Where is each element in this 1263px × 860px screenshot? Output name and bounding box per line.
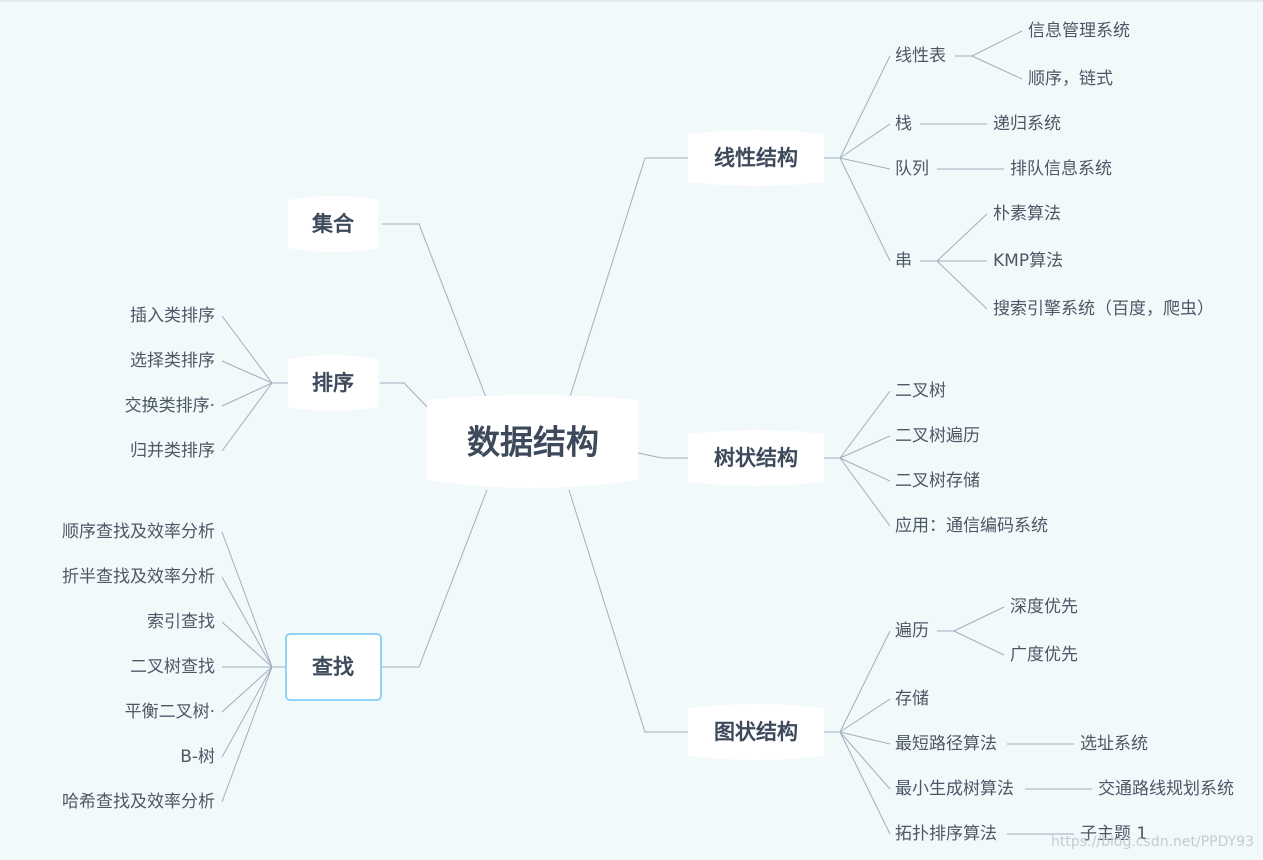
topic-search-label: 查找 xyxy=(312,655,354,679)
topic-set-label: 集合 xyxy=(311,212,355,236)
subtopic[interactable]: 排队信息系统 xyxy=(1010,159,1112,179)
connector-tree xyxy=(637,452,690,459)
subtopic-string[interactable]: 串 xyxy=(895,251,912,271)
subtopic[interactable]: 平衡二叉树· xyxy=(125,702,215,722)
subtopic[interactable]: 信息管理系统 xyxy=(1028,21,1130,41)
watermark: https://blog.csdn.net/PPDY93 xyxy=(1051,834,1254,850)
topic-sort[interactable]: 排序 xyxy=(288,355,378,411)
subtopic[interactable]: 深度优先 xyxy=(1010,597,1078,617)
topic-search[interactable]: 查找 xyxy=(285,633,382,701)
topic-graph[interactable]: 图状结构 xyxy=(688,704,824,760)
subtopic[interactable]: 朴素算法 xyxy=(993,204,1061,224)
topic-linear-label: 线性结构 xyxy=(714,146,798,170)
subtopic[interactable]: 索引查找 xyxy=(147,612,215,632)
subtopic[interactable]: 递归系统 xyxy=(993,114,1061,134)
subtopic[interactable]: 哈希查找及效率分析 xyxy=(62,792,215,812)
subtopic[interactable]: 二叉树存储 xyxy=(895,471,980,491)
subtopic-shortest[interactable]: 最短路径算法 xyxy=(895,734,997,754)
connector-graph xyxy=(568,489,690,733)
subtopic[interactable]: 子主题 1 xyxy=(1080,824,1147,844)
subtopic-topo[interactable]: 拓扑排序算法 xyxy=(895,824,997,844)
subtopic-mst[interactable]: 最小生成树算法 xyxy=(895,779,1014,799)
subtopic-linear-list[interactable]: 线性表 xyxy=(895,46,946,66)
subtopic[interactable]: 交换类排序· xyxy=(125,396,215,416)
root-label: 数据结构 xyxy=(467,423,599,462)
subtopic[interactable]: 广度优先 xyxy=(1010,645,1078,665)
subtopic[interactable]: 应用：通信编码系统 xyxy=(895,516,1048,536)
connector-sort xyxy=(380,382,433,413)
topic-tree[interactable]: 树状结构 xyxy=(688,430,824,486)
root-node[interactable]: 数据结构 xyxy=(427,395,638,488)
sort-subtopics: 插入类排序 选择类排序 交换类排序· 归并类排序 xyxy=(125,306,215,461)
subtopic-traverse[interactable]: 遍历 xyxy=(895,621,929,641)
tree-subtopics: 二叉树 二叉树遍历 二叉树存储 应用：通信编码系统 xyxy=(895,381,1048,536)
topic-set[interactable]: 集合 xyxy=(288,196,378,252)
subtopic[interactable]: 二叉树 xyxy=(895,381,946,401)
subtopic[interactable]: 顺序查找及效率分析 xyxy=(62,522,215,542)
topic-linear[interactable]: 线性结构 xyxy=(688,130,824,186)
subtopic-storage[interactable]: 存储 xyxy=(895,689,929,709)
graph-subtopics: 遍历 深度优先 广度优先 存储 最短路径算法 选址系统 最小生成树算法 交通路线… xyxy=(895,597,1234,844)
connector-search xyxy=(382,489,488,668)
subtopic-queue[interactable]: 队列 xyxy=(895,159,929,179)
subtopic[interactable]: B-树 xyxy=(180,747,215,767)
connector-linear xyxy=(568,157,690,401)
subtopic[interactable]: 搜索引擎系统（百度，爬虫） xyxy=(993,299,1214,319)
subtopic[interactable]: 折半查找及效率分析 xyxy=(62,567,215,587)
linear-subtopics: 线性表 信息管理系统 顺序，链式 栈 递归系统 队列 排队信息系统 串 朴素算法… xyxy=(895,21,1214,319)
subtopic[interactable]: KMP算法 xyxy=(993,251,1063,271)
subtopic[interactable]: 二叉树查找 xyxy=(130,657,215,677)
subtopic[interactable]: 交通路线规划系统 xyxy=(1098,779,1234,799)
subtopic[interactable]: 选址系统 xyxy=(1080,734,1148,754)
topic-graph-label: 图状结构 xyxy=(714,720,798,744)
subtopic[interactable]: 选择类排序 xyxy=(130,351,215,371)
top-border xyxy=(0,0,1263,2)
subtopic[interactable]: 二叉树遍历 xyxy=(895,426,980,446)
topic-tree-label: 树状结构 xyxy=(714,446,798,470)
subtopic[interactable]: 顺序，链式 xyxy=(1028,69,1113,89)
topic-sort-label: 排序 xyxy=(312,371,354,395)
connectors xyxy=(221,30,1092,835)
subtopic[interactable]: 插入类排序 xyxy=(130,306,215,326)
subtopic-stack[interactable]: 栈 xyxy=(895,114,912,134)
subtopic[interactable]: 归并类排序 xyxy=(130,441,215,461)
connector-set xyxy=(382,223,488,401)
search-subtopics: 顺序查找及效率分析 折半查找及效率分析 索引查找 二叉树查找 平衡二叉树· B-… xyxy=(62,522,215,812)
